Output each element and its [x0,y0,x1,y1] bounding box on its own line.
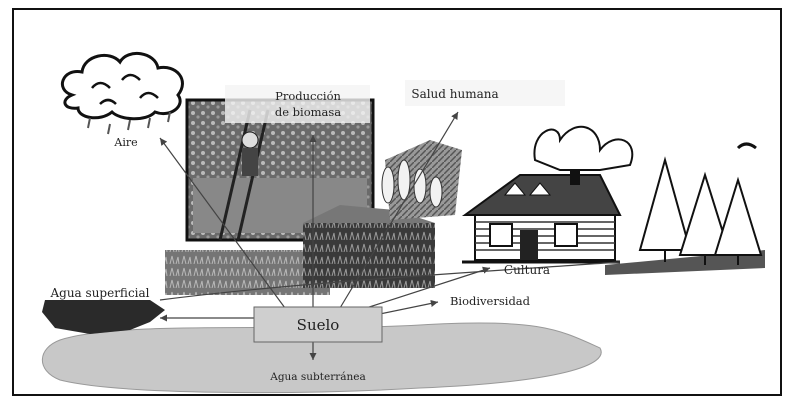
produccion-label-line2: de biomasa [275,105,341,119]
cloud-icon [62,53,182,134]
suelo-label: Suelo [297,316,340,334]
wheat-icon [382,140,462,220]
aire-label: Aire [113,136,137,149]
house-icon [462,170,620,262]
produccion-label-line1: Producción [275,89,341,103]
salud-label: Salud humana [411,87,498,101]
cultura-label: Cultura [504,263,550,277]
agua-subterranea-label: Agua subterránea [269,371,366,383]
biodiversidad-label: Biodiversidad [450,294,531,308]
agua-superficial-label: Agua superficial [49,286,149,300]
